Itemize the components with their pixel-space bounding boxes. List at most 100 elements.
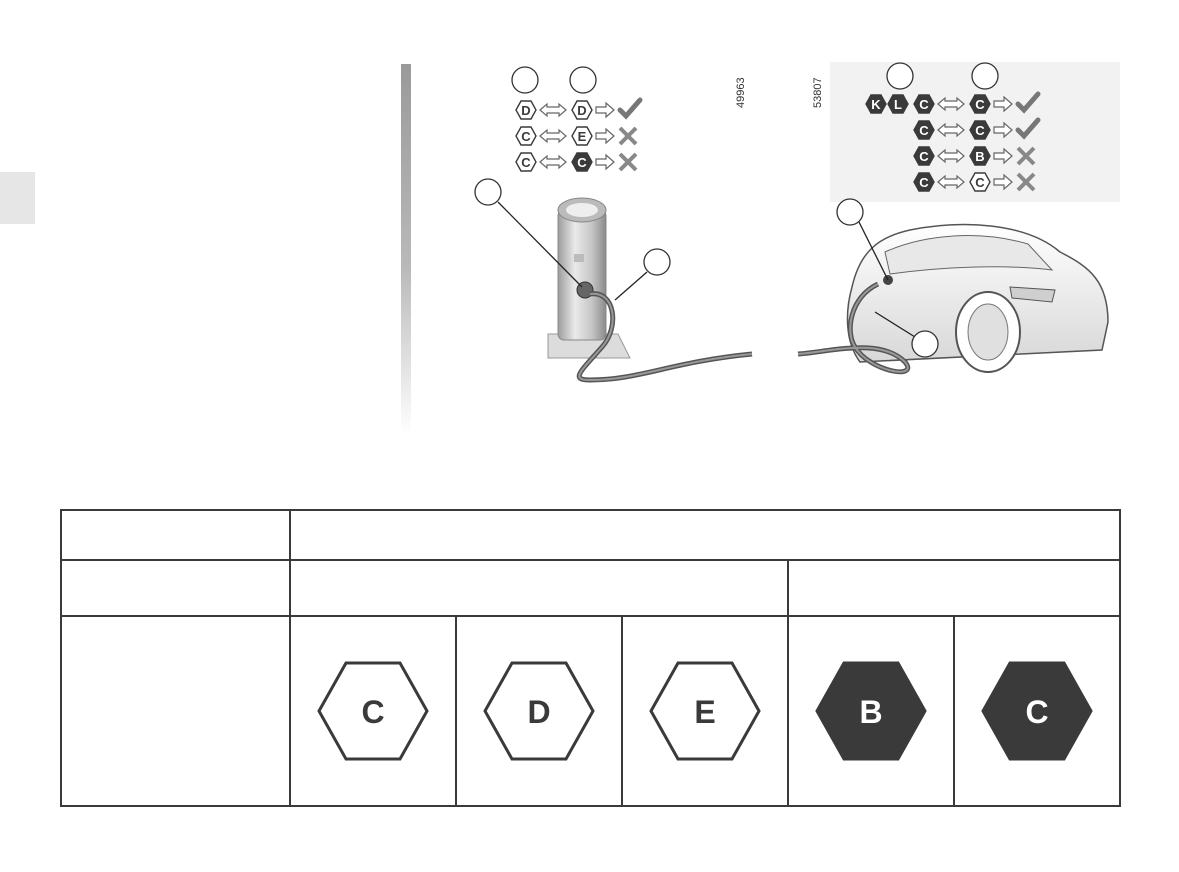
arrow-icon — [993, 95, 1013, 113]
connector-letter: C — [975, 97, 985, 112]
table-row: C D E B C — [60, 615, 1121, 807]
check-icon — [1015, 91, 1041, 114]
cross-icon — [618, 152, 638, 172]
connector-hexagon-icon: B — [969, 146, 991, 166]
callout-circle — [643, 248, 671, 276]
station-pillar — [557, 209, 607, 341]
connector-hexagon-icon: C — [913, 94, 935, 114]
connector-letter: C — [919, 175, 929, 190]
check-icon — [1015, 117, 1041, 140]
compatibility-table: C D E B C — [60, 509, 1121, 807]
connector-letter: C — [521, 155, 531, 170]
connector-hexagon-icon: C — [515, 152, 537, 172]
table-cell — [289, 559, 789, 617]
connector-letter: C — [577, 155, 587, 170]
hexagon-icon: D — [483, 661, 595, 761]
connector-letter: C — [975, 123, 985, 138]
double-arrow-icon — [937, 122, 965, 138]
hexagon-shape — [981, 661, 1093, 761]
double-arrow-icon — [937, 96, 965, 112]
callout-circle — [511, 66, 539, 94]
cross-icon — [1016, 146, 1036, 166]
callout-circle — [911, 330, 939, 358]
double-arrow-icon — [539, 154, 567, 170]
connector-hexagon-icon: E — [571, 126, 593, 146]
connector-letter: D — [577, 103, 586, 118]
table-row — [60, 559, 1121, 617]
hexagon-cell: E — [621, 615, 789, 807]
arrow-icon — [993, 121, 1013, 139]
connector-hexagon-icon: C — [913, 120, 935, 140]
callout-circle — [886, 62, 914, 90]
table-cell — [60, 509, 291, 561]
hexagon-letter: E — [694, 694, 715, 730]
hexagon-cell: B — [787, 615, 955, 807]
connector-letter: C — [975, 175, 985, 190]
arrow-icon — [993, 147, 1013, 165]
connector-hexagon-icon: D — [571, 100, 593, 120]
callout-circle — [569, 66, 597, 94]
connector-letter: K — [871, 97, 881, 112]
hexagon-cell: D — [455, 615, 623, 807]
arrow-icon — [993, 173, 1013, 191]
connector-hexagon-icon: D — [515, 100, 537, 120]
arrow-icon — [595, 127, 615, 145]
column-divider — [401, 64, 411, 434]
callout-circle — [836, 198, 864, 226]
check-icon — [617, 97, 643, 120]
connector-hexagon-icon: C — [515, 126, 537, 146]
connector-hexagon-icon: C — [913, 172, 935, 192]
hexagon-icon: C — [317, 661, 429, 761]
table-row — [60, 509, 1121, 561]
connector-hexagon-icon: C — [969, 120, 991, 140]
double-arrow-icon — [539, 102, 567, 118]
hexagon-shape — [483, 661, 595, 761]
hexagon-icon: E — [649, 661, 761, 761]
connector-letter: C — [919, 123, 929, 138]
connector-hexagon-icon: C — [969, 172, 991, 192]
table-cell — [289, 509, 1121, 561]
hexagon-icon: B — [815, 661, 927, 761]
double-arrow-icon — [937, 174, 965, 190]
chapter-tab — [0, 172, 35, 224]
connector-letter: L — [894, 97, 902, 112]
hexagon-letter: C — [361, 694, 384, 730]
arrow-icon — [595, 153, 615, 171]
connector-letter: D — [521, 103, 530, 118]
connector-letter: C — [521, 129, 531, 144]
table-cell — [60, 559, 291, 617]
hexagon-shape — [317, 661, 429, 761]
hexagon-letter: B — [859, 694, 882, 730]
double-arrow-icon — [539, 128, 567, 144]
table-cell — [787, 559, 1121, 617]
cross-icon — [1016, 172, 1036, 192]
hexagon-letter: D — [527, 694, 550, 730]
connector-hexagon-icon: C — [571, 152, 593, 172]
arrow-icon — [595, 101, 615, 119]
connector-letter: B — [975, 149, 984, 164]
connector-letter: E — [578, 129, 587, 144]
callout-circle — [474, 178, 502, 206]
connector-hexagon-icon: C — [913, 146, 935, 166]
figure-code: 53807 — [812, 77, 824, 108]
connector-letter: C — [919, 97, 929, 112]
figure-code: 49963 — [735, 77, 747, 108]
double-arrow-icon — [937, 148, 965, 164]
connector-letter: C — [919, 149, 929, 164]
hexagon-cell: C — [953, 615, 1121, 807]
hexagon-shape — [815, 661, 927, 761]
hexagon-letter: C — [1025, 694, 1048, 730]
